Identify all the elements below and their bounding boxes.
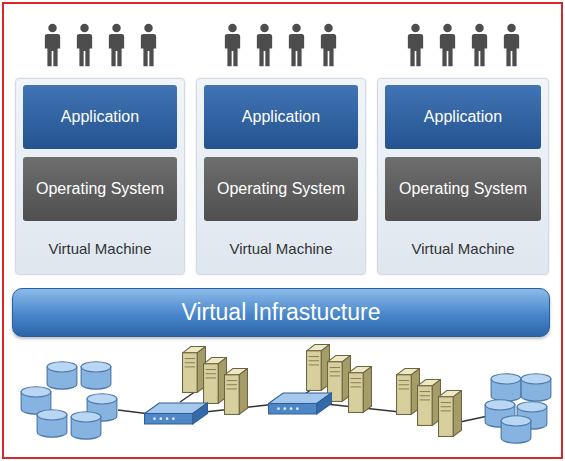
switch-icon (145, 403, 208, 424)
box-label: Application (424, 108, 502, 126)
box-label: Operating System (399, 180, 527, 198)
user-icon (408, 24, 423, 67)
os-box: Operating System (23, 157, 177, 221)
storage-cylinder (501, 416, 531, 443)
user-icon (77, 24, 92, 67)
box-label: Operating System (217, 180, 345, 198)
server-icon (439, 391, 462, 437)
user-icon (109, 24, 124, 67)
user-icon (225, 24, 240, 67)
network-wire (460, 416, 488, 422)
network-switches (145, 393, 332, 424)
storage-cylinder (37, 410, 67, 437)
server-icon (418, 380, 441, 426)
user-group (45, 24, 519, 67)
infrastructure-band: Virtual Infrastucture (12, 288, 550, 337)
storage-cylinder (47, 362, 77, 389)
virtual-machine-panel: Virtual Machine ApplicationOperating Syst… (196, 78, 366, 275)
virtual-machine-panel: Virtual Machine ApplicationOperating Syst… (15, 78, 185, 275)
server-icon (307, 345, 330, 391)
server-icon (183, 347, 206, 393)
user-icon (289, 24, 304, 67)
server-icon (349, 367, 372, 413)
server-rack (183, 345, 462, 437)
box-label: Application (242, 108, 320, 126)
user-icon (257, 24, 272, 67)
user-icon (45, 24, 60, 67)
application-box: Application (204, 85, 358, 149)
user-icon (440, 24, 455, 67)
storage-right (485, 374, 551, 443)
os-box: Operating System (385, 157, 541, 221)
virtual-machine-panel: Virtual Machine ApplicationOperating Syst… (377, 78, 549, 275)
user-icon (321, 24, 336, 67)
storage-cylinder (81, 362, 111, 389)
panel-label: Virtual Machine (16, 240, 184, 257)
storage-left (21, 362, 117, 439)
band-label: Virtual Infrastucture (181, 299, 380, 326)
server-icon (225, 369, 248, 415)
storage-cylinder (521, 374, 551, 401)
server-icon (397, 369, 420, 415)
panel-label: Virtual Machine (378, 240, 548, 257)
storage-cylinder (491, 374, 521, 401)
panel-label: Virtual Machine (197, 240, 365, 257)
user-icon (141, 24, 156, 67)
switch-icon (269, 393, 332, 414)
box-label: Application (61, 108, 139, 126)
user-icon (504, 24, 519, 67)
application-box: Application (385, 85, 541, 149)
storage-cylinder (71, 412, 101, 439)
os-box: Operating System (204, 157, 358, 221)
server-icon (204, 358, 227, 404)
application-box: Application (23, 85, 177, 149)
user-icon (472, 24, 487, 67)
box-label: Operating System (36, 180, 164, 198)
